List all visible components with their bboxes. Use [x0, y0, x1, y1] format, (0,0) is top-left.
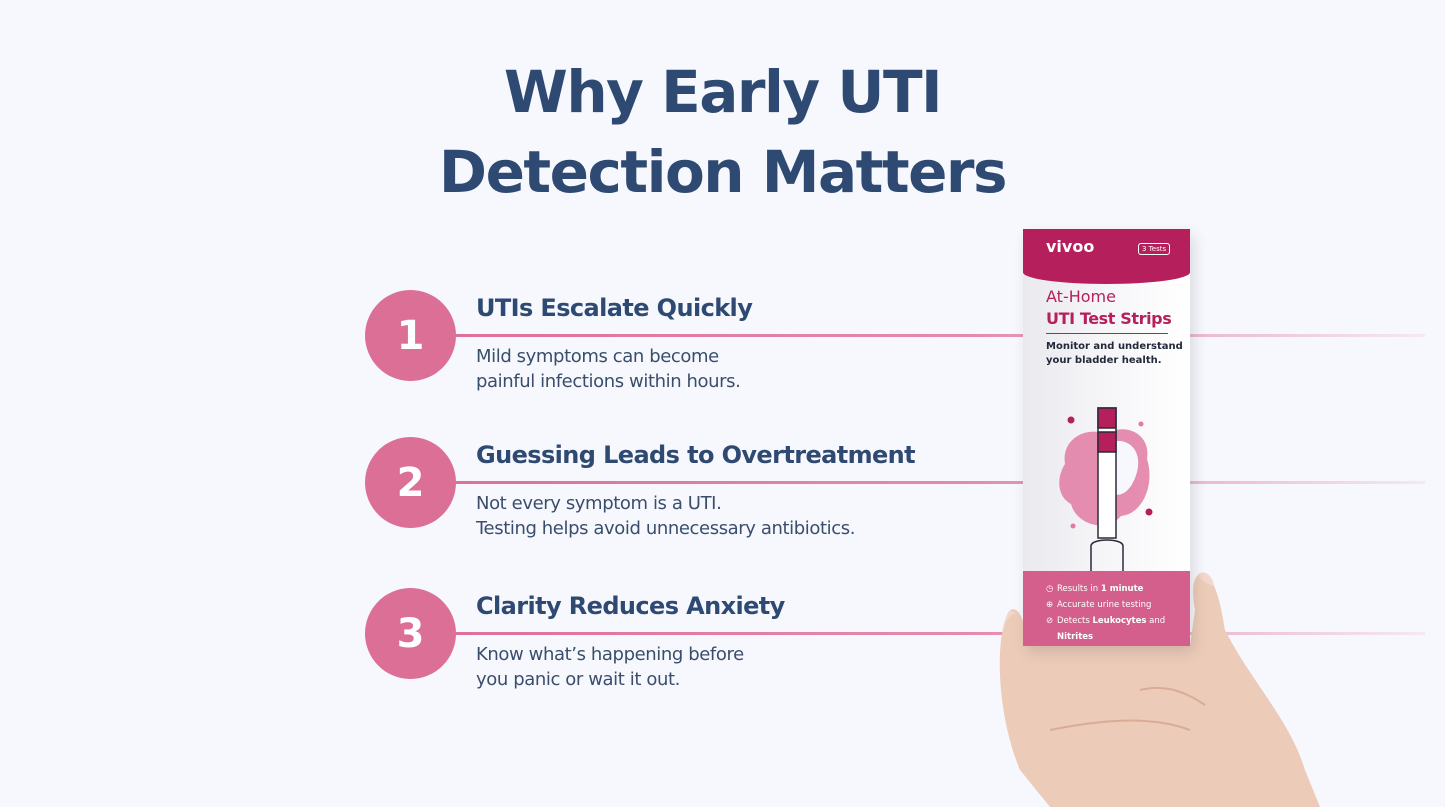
- tagline-line: Monitor and understand: [1046, 341, 1183, 352]
- product-subtitle: At-Home: [1046, 287, 1116, 306]
- product-name: UTI Test Strips: [1046, 309, 1172, 328]
- feature-item-continued: Nitrites: [1057, 632, 1094, 642]
- description-line: Mild symptoms can become: [476, 346, 719, 367]
- connector-line: [425, 334, 1425, 337]
- point-description: Not every symptom is a UTI. Testing help…: [476, 491, 855, 541]
- description-line: Testing helps avoid unnecessary antibiot…: [476, 518, 856, 539]
- target-icon: ⊕: [1046, 600, 1054, 610]
- feature-item: ⊕Accurate urine testing: [1046, 597, 1190, 613]
- description-line: you panic or wait it out.: [476, 669, 680, 690]
- test-strip-illustration: [1059, 407, 1153, 572]
- brand-logo: vivoo: [1046, 237, 1095, 256]
- point-description: Mild symptoms can become painful infecti…: [476, 344, 741, 394]
- point-title: Clarity Reduces Anxiety: [476, 592, 785, 620]
- connector-line: [425, 632, 1425, 635]
- point-title: Guessing Leads to Overtreatment: [476, 441, 916, 469]
- product-divider: [1046, 333, 1168, 334]
- description-line: Not every symptom is a UTI.: [476, 493, 722, 514]
- hand-illustration: [999, 572, 1320, 807]
- product-feature-band: ◷Results in 1 minute ⊕Accurate urine tes…: [1023, 571, 1190, 646]
- test-count-badge: 3 Tests: [1138, 243, 1171, 255]
- headline-line-1: Why Early UTI: [503, 58, 943, 126]
- headline: Why Early UTI Detection Matters: [0, 52, 1445, 212]
- description-line: Know what’s happening before: [476, 644, 744, 665]
- tagline-line: your bladder health.: [1046, 355, 1162, 366]
- point-2: 2 Guessing Leads to Overtreatment Not ev…: [365, 437, 1445, 567]
- pill-icon: ⊘: [1046, 616, 1054, 626]
- point-title: UTIs Escalate Quickly: [476, 294, 753, 322]
- feature-item: ⊘Detects Leukocytes and: [1046, 613, 1190, 629]
- point-description: Know what’s happening before you panic o…: [476, 642, 744, 692]
- feature-item: ◷Results in 1 minute: [1046, 581, 1190, 597]
- point-3: 3 Clarity Reduces Anxiety Know what’s ha…: [365, 588, 1445, 718]
- clock-icon: ◷: [1046, 584, 1054, 594]
- product-tagline: Monitor and understand your bladder heal…: [1046, 340, 1183, 368]
- number-badge: 1: [365, 290, 456, 381]
- description-line: painful infections within hours.: [476, 371, 741, 392]
- number-badge: 3: [365, 588, 456, 679]
- connector-line: [425, 481, 1425, 484]
- point-1: 1 UTIs Escalate Quickly Mild symptoms ca…: [365, 290, 1445, 420]
- product-top-band: vivoo 3 Tests: [1023, 229, 1190, 284]
- product-box: vivoo 3 Tests At-Home UTI Test Strips Mo…: [1023, 229, 1190, 646]
- number-badge: 2: [365, 437, 456, 528]
- headline-line-2: Detection Matters: [438, 138, 1008, 206]
